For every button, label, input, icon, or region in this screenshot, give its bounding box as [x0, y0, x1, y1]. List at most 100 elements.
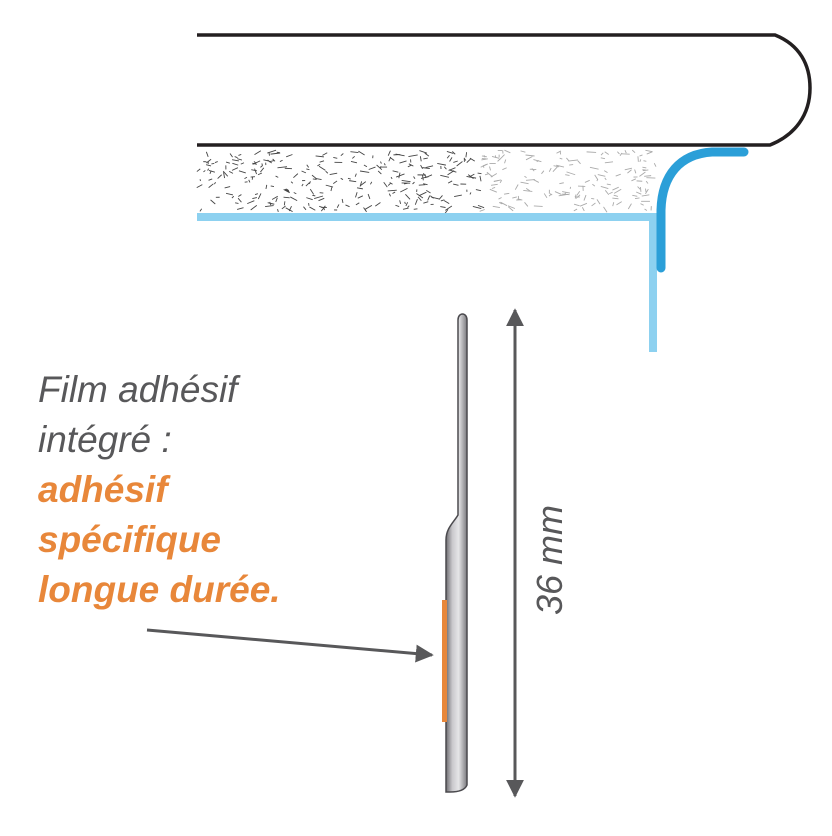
speckle — [424, 152, 430, 157]
speckle — [375, 202, 381, 207]
speckle — [503, 192, 510, 195]
dark-blue-edge-profile — [656, 147, 749, 273]
speckle — [584, 179, 590, 183]
speckle — [565, 174, 570, 176]
speckle — [615, 173, 621, 177]
speckle — [238, 170, 246, 174]
speckle — [493, 180, 499, 183]
speckle — [616, 201, 622, 206]
speckle — [270, 152, 281, 155]
speckle — [486, 171, 493, 178]
speckle — [579, 202, 588, 207]
speckle — [380, 161, 382, 164]
speckle — [383, 163, 386, 166]
speckle — [252, 162, 257, 165]
speckle — [283, 201, 286, 206]
speckle — [418, 191, 427, 197]
speckle — [390, 176, 393, 180]
speckle — [251, 169, 257, 172]
speckle — [556, 150, 562, 154]
speckle — [552, 166, 558, 172]
dimension-label: 36 mm — [529, 504, 570, 616]
speckle — [355, 202, 360, 206]
speckle — [340, 153, 344, 156]
speckle — [541, 170, 545, 175]
speckle — [223, 172, 226, 179]
adhesive-film — [442, 600, 447, 722]
speckle — [531, 168, 535, 172]
speckle — [286, 154, 293, 158]
speckle — [395, 173, 405, 178]
speckle — [231, 167, 239, 171]
speckle — [594, 174, 599, 180]
speckle — [466, 176, 477, 179]
speckle — [281, 205, 286, 210]
speckle — [320, 205, 326, 212]
speckle — [447, 170, 455, 176]
speckle — [392, 170, 399, 173]
speckle — [566, 157, 570, 162]
speckle — [395, 153, 405, 157]
speckle — [387, 189, 397, 192]
speckle — [573, 208, 578, 212]
speckle — [469, 157, 475, 162]
speckle — [357, 195, 364, 199]
speckle — [376, 164, 383, 171]
speckle — [644, 208, 648, 211]
speckle — [407, 205, 410, 208]
speckle — [483, 163, 488, 167]
speckle — [634, 197, 640, 199]
speckle — [502, 167, 507, 171]
speckle — [257, 172, 263, 176]
speckle — [414, 199, 418, 205]
speckle — [290, 196, 298, 202]
speckle — [340, 177, 344, 180]
speckle — [639, 187, 642, 192]
speckle — [454, 194, 462, 197]
speckle — [244, 176, 248, 180]
speckle — [293, 173, 299, 179]
speckle — [477, 204, 485, 209]
speckle — [448, 167, 456, 171]
speckle — [466, 158, 472, 163]
speckle — [603, 170, 608, 174]
speckle — [270, 185, 275, 188]
speckle — [247, 200, 255, 205]
speckle — [606, 183, 611, 186]
speckle — [309, 188, 315, 195]
speckle — [477, 172, 482, 175]
speckle — [306, 197, 313, 201]
speckle — [426, 189, 431, 194]
speckle — [207, 168, 210, 171]
speckle — [617, 151, 620, 155]
speckle — [306, 164, 309, 168]
speckle — [520, 181, 529, 185]
speckle — [559, 157, 563, 160]
speckle — [309, 206, 316, 211]
speckle — [283, 196, 290, 199]
speckle — [524, 202, 529, 207]
speckle — [305, 182, 310, 187]
strip-profile — [445, 313, 468, 793]
speckle — [420, 164, 423, 170]
speckle — [240, 162, 245, 165]
speckle — [364, 204, 373, 210]
speckle — [452, 151, 456, 155]
speckle — [504, 159, 507, 164]
speckle — [523, 189, 533, 192]
speckle — [440, 199, 445, 202]
speckle — [318, 197, 325, 202]
speckle — [645, 188, 647, 192]
speckle — [388, 193, 391, 197]
speckle — [250, 204, 258, 211]
speckle — [619, 152, 623, 157]
speckle — [419, 156, 422, 162]
speckle — [387, 182, 392, 186]
speckle — [275, 175, 279, 178]
speckle — [512, 196, 517, 199]
speckle — [208, 169, 216, 173]
speckle — [612, 197, 619, 200]
speckle — [499, 179, 503, 184]
speckle — [479, 209, 485, 212]
speckle — [423, 201, 429, 204]
